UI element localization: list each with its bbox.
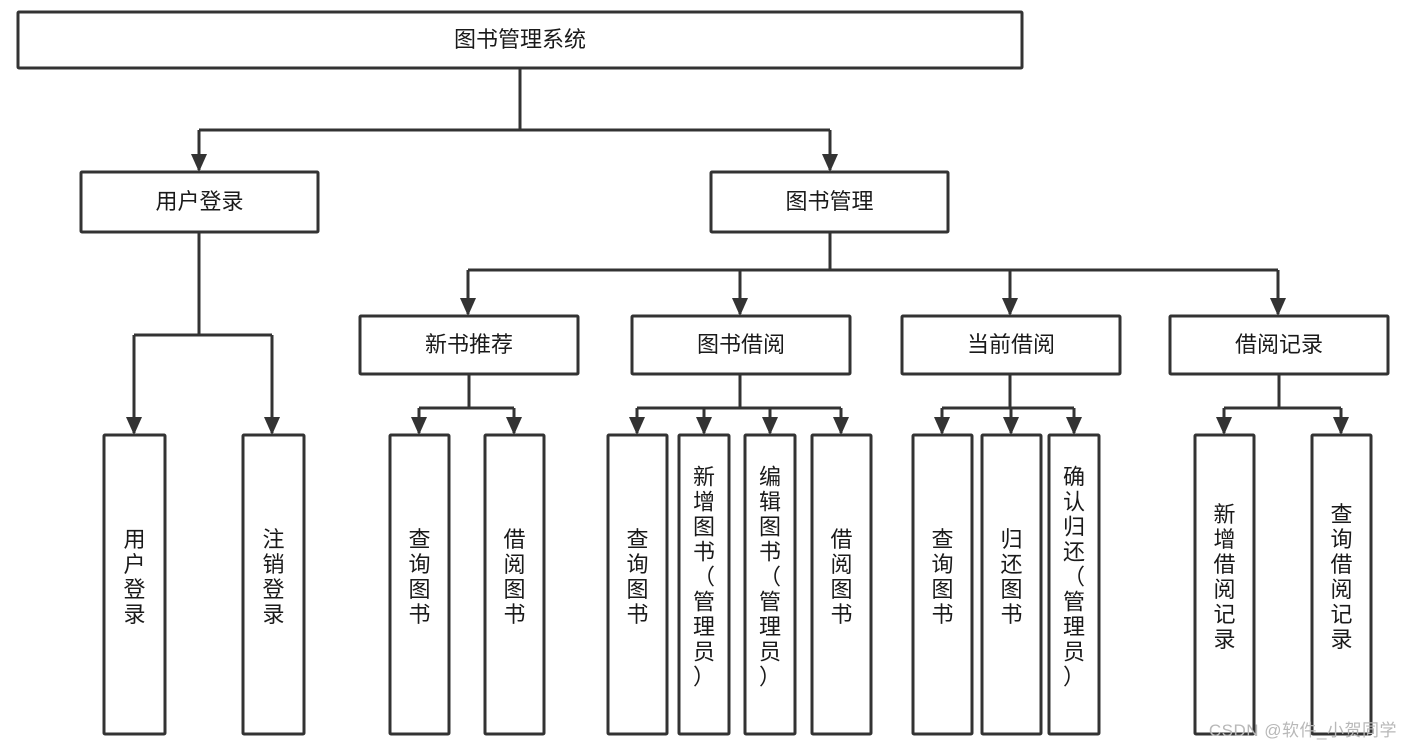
node-new-book-recommend[interactable]: 新书推荐 bbox=[358, 314, 580, 376]
node-leaf-query-book-current[interactable]: 查询图书 bbox=[911, 433, 974, 736]
node-label: 查询借阅记录 bbox=[1330, 502, 1352, 652]
arrowhead-icon bbox=[822, 154, 838, 172]
arrowhead-icon bbox=[1333, 417, 1349, 435]
node-label: 查询图书 bbox=[931, 527, 953, 627]
node-label: 注销登录 bbox=[262, 527, 284, 627]
arrowhead-icon bbox=[629, 417, 645, 435]
node-leaf-query-borrow-record[interactable]: 查询借阅记录 bbox=[1310, 433, 1373, 736]
arrowhead-icon bbox=[732, 298, 748, 316]
node-leaf-confirm-return-admin[interactable]: 确认归还（管理员） bbox=[1047, 433, 1101, 736]
node-box[interactable] bbox=[911, 433, 974, 736]
node-leaf-borrow-book-borrow[interactable]: 借阅图书 bbox=[810, 433, 873, 736]
arrowhead-icon bbox=[126, 417, 142, 435]
arrowhead-icon bbox=[762, 417, 778, 435]
node-leaf-query-book-rec[interactable]: 查询图书 bbox=[388, 433, 451, 736]
node-box[interactable] bbox=[102, 433, 167, 736]
node-leaf-logout-login[interactable]: 注销登录 bbox=[241, 433, 306, 736]
node-box[interactable] bbox=[1193, 433, 1256, 736]
node-box[interactable] bbox=[1168, 314, 1390, 376]
node-label: 借阅图书 bbox=[830, 527, 852, 627]
node-borrow-record[interactable]: 借阅记录 bbox=[1168, 314, 1390, 376]
node-box[interactable] bbox=[677, 433, 731, 736]
node-label: 新增图书（管理员） bbox=[693, 465, 715, 690]
node-box[interactable] bbox=[606, 433, 669, 736]
node-leaf-add-borrow-record[interactable]: 新增借阅记录 bbox=[1193, 433, 1256, 736]
node-leaf-borrow-book-rec[interactable]: 借阅图书 bbox=[483, 433, 546, 736]
node-box[interactable] bbox=[1310, 433, 1373, 736]
node-box[interactable] bbox=[358, 314, 580, 376]
node-box[interactable] bbox=[810, 433, 873, 736]
node-label: 新书推荐 bbox=[425, 332, 513, 357]
node-label: 确认归还（管理员） bbox=[1063, 465, 1085, 690]
arrowhead-icon bbox=[506, 417, 522, 435]
arrowhead-icon bbox=[934, 417, 950, 435]
node-box[interactable] bbox=[241, 433, 306, 736]
node-label: 图书借阅 bbox=[697, 332, 785, 357]
node-label: 借阅图书 bbox=[503, 527, 525, 627]
node-leaf-edit-book-admin[interactable]: 编辑图书（管理员） bbox=[743, 433, 797, 736]
connector-layer bbox=[126, 68, 1349, 435]
node-book-borrow[interactable]: 图书借阅 bbox=[630, 314, 852, 376]
arrowhead-icon bbox=[1066, 417, 1082, 435]
node-leaf-user-login[interactable]: 用户登录 bbox=[102, 433, 167, 736]
node-label: 借阅记录 bbox=[1235, 332, 1323, 357]
node-current-borrow[interactable]: 当前借阅 bbox=[900, 314, 1122, 376]
node-box[interactable] bbox=[743, 433, 797, 736]
node-label: 查询图书 bbox=[408, 527, 430, 627]
node-box[interactable] bbox=[483, 433, 546, 736]
node-layer: 图书管理系统用户登录图书管理新书推荐图书借阅当前借阅借阅记录用户登录注销登录查询… bbox=[16, 10, 1390, 736]
node-user-login[interactable]: 用户登录 bbox=[79, 170, 320, 234]
arrowhead-icon bbox=[1003, 417, 1019, 435]
arrowhead-icon bbox=[696, 417, 712, 435]
node-label: 图书管理系统 bbox=[454, 27, 586, 52]
arrowhead-icon bbox=[1002, 298, 1018, 316]
node-leaf-add-book-admin[interactable]: 新增图书（管理员） bbox=[677, 433, 731, 736]
node-label: 当前借阅 bbox=[967, 332, 1055, 357]
arrowhead-icon bbox=[460, 298, 476, 316]
node-label: 用户登录 bbox=[155, 189, 243, 214]
node-box[interactable] bbox=[388, 433, 451, 736]
node-box[interactable] bbox=[900, 314, 1122, 376]
node-book-manage[interactable]: 图书管理 bbox=[709, 170, 950, 234]
node-box[interactable] bbox=[980, 433, 1043, 736]
node-leaf-return-book[interactable]: 归还图书 bbox=[980, 433, 1043, 736]
node-label: 编辑图书（管理员） bbox=[759, 465, 781, 690]
node-root[interactable]: 图书管理系统 bbox=[16, 10, 1024, 70]
node-label: 归还图书 bbox=[1000, 527, 1022, 627]
node-box[interactable] bbox=[79, 170, 320, 234]
node-box[interactable] bbox=[16, 10, 1024, 70]
arrowhead-icon bbox=[411, 417, 427, 435]
node-box[interactable] bbox=[709, 170, 950, 234]
arrowhead-icon bbox=[1216, 417, 1232, 435]
arrowhead-icon bbox=[833, 417, 849, 435]
node-box[interactable] bbox=[630, 314, 852, 376]
node-label: 新增借阅记录 bbox=[1213, 502, 1235, 652]
arrowhead-icon bbox=[1270, 298, 1286, 316]
node-box[interactable] bbox=[1047, 433, 1101, 736]
node-label: 图书管理 bbox=[785, 189, 873, 214]
node-label: 用户登录 bbox=[123, 527, 145, 627]
watermark-label: CSDN @软件_小贺同学 bbox=[1208, 721, 1397, 740]
node-label: 查询图书 bbox=[626, 527, 648, 627]
arrowhead-icon bbox=[191, 154, 207, 172]
arrowhead-icon bbox=[264, 417, 280, 435]
node-leaf-query-book-borrow[interactable]: 查询图书 bbox=[606, 433, 669, 736]
